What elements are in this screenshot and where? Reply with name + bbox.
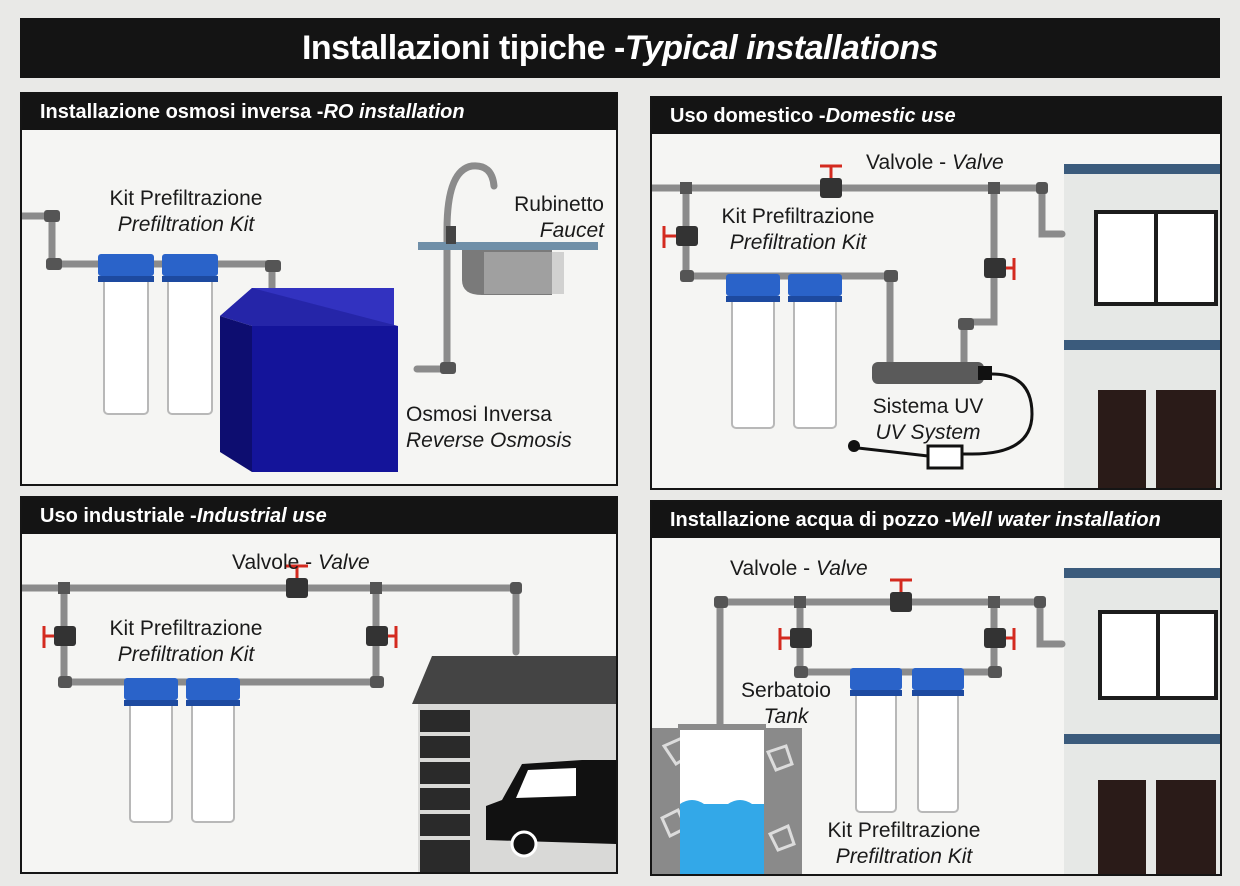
ro-diagram (22, 162, 598, 472)
ro-unit (220, 288, 398, 472)
domestic-filter-1 (726, 274, 780, 429)
industrial-valve-right (366, 626, 398, 648)
domestic-valve-left (662, 226, 698, 248)
panel-industrial-header: Uso industriale - Industrial use (22, 498, 616, 534)
panel-well-water: Installazione acqua di pozzo - Well wate… (650, 500, 1222, 876)
main-title-it: Installazioni tipiche - (301, 28, 625, 67)
well-valve-left (778, 628, 812, 650)
well-valve-label-en: Valve (815, 557, 868, 580)
domestic-elbows (680, 182, 1048, 330)
well-kit-label: Kit Prefiltrazione Prefiltration Kit (824, 818, 984, 870)
industrial-valve-top (286, 564, 308, 598)
panel-ro-header: Installazione osmosi inversa - RO instal… (22, 94, 616, 130)
industrial-elbows (58, 582, 522, 688)
ro-filter-2 (162, 254, 218, 415)
well-valve-label-it: Valvole - (730, 557, 816, 580)
domestic-kit-label-en: Prefiltration Kit (729, 231, 867, 254)
ro-elbows (44, 210, 456, 374)
industrial-valve-label-it: Valvole - (232, 551, 318, 574)
faucet-label-it: Rubinetto (514, 193, 604, 216)
panel-well-header: Installazione acqua di pozzo - Well wate… (652, 502, 1220, 538)
panel-ro-installation: Installazione osmosi inversa - RO instal… (20, 92, 618, 486)
domestic-valve-label-it: Valvole - (866, 151, 952, 174)
well-filter-2 (912, 668, 964, 813)
main-title: Installazioni tipiche - Typical installa… (20, 18, 1220, 78)
tank-label-it: Serbatoio (741, 679, 831, 702)
car-icon (486, 760, 616, 858)
domestic-diagram (652, 164, 1220, 488)
panel-domestic-use: Uso domestico - Domestic use (650, 96, 1222, 490)
industrial-valve-label: Valvole - Valve (232, 550, 370, 576)
tank-label: Serbatoio Tank (736, 678, 836, 730)
panel-ro-header-en: RO installation (323, 100, 465, 123)
well-valve-top (890, 578, 912, 612)
sink (418, 226, 598, 295)
well-kit-label-en: Prefiltration Kit (835, 845, 973, 868)
industrial-kit-label-it: Kit Prefiltrazione (109, 617, 263, 640)
industrial-filter-2 (186, 678, 240, 823)
panel-domestic-header: Uso domestico - Domestic use (652, 98, 1220, 134)
uv-label-en: UV System (875, 421, 981, 444)
tank-label-en: Tank (763, 705, 809, 728)
panel-well-header-en: Well water installation (951, 508, 1161, 531)
ro-unit-label-en: Reverse Osmosis (406, 429, 572, 452)
panel-industrial-header-en: Industrial use (196, 504, 327, 527)
well-diagram (652, 568, 1220, 874)
domestic-valve-top (820, 164, 842, 198)
industrial-kit-label: Kit Prefiltrazione Prefiltration Kit (106, 616, 266, 668)
well-valve-label: Valvole - Valve (730, 556, 868, 582)
ro-kit-label-it: Kit Prefiltrazione (109, 187, 263, 210)
domestic-kit-label: Kit Prefiltrazione Prefiltration Kit (718, 204, 878, 256)
industrial-filter-1 (124, 678, 178, 823)
well-kit-label-it: Kit Prefiltrazione (827, 819, 981, 842)
panel-well-header-it: Installazione acqua di pozzo - (670, 508, 952, 531)
panel-industrial-header-it: Uso industriale - (40, 504, 197, 527)
panel-domestic-header-it: Uso domestico - (670, 104, 826, 127)
well-elbows (714, 596, 1046, 678)
domestic-valve-label: Valvole - Valve (866, 150, 1004, 176)
domestic-filter-2 (788, 274, 842, 429)
domestic-valve-right (984, 258, 1016, 280)
ro-unit-label: Osmosi Inversa Reverse Osmosis (406, 402, 572, 454)
uv-label-it: Sistema UV (872, 395, 984, 418)
panel-ro-header-it: Installazione osmosi inversa - (40, 100, 324, 123)
uv-label: Sistema UV UV System (868, 394, 988, 446)
ro-filter-1 (98, 254, 154, 415)
domestic-valve-label-en: Valve (951, 151, 1004, 174)
faucet-label: Rubinetto Faucet (508, 192, 604, 244)
faucet-label-en: Faucet (539, 219, 604, 242)
domestic-building (1064, 164, 1220, 488)
panel-domestic-header-en: Domestic use (825, 104, 956, 127)
well-valve-right (984, 628, 1016, 650)
well-building (1064, 568, 1220, 874)
well-tank (652, 724, 802, 874)
ro-kit-label-en: Prefiltration Kit (117, 213, 255, 236)
well-filter-1 (850, 668, 902, 813)
uv-system (848, 362, 1034, 470)
industrial-diagram (22, 564, 616, 872)
industrial-valve-label-en: Valve (317, 551, 370, 574)
main-title-en: Typical installations (624, 28, 939, 67)
industrial-kit-label-en: Prefiltration Kit (117, 643, 255, 666)
industrial-valve-left (42, 626, 76, 648)
ro-unit-label-it: Osmosi Inversa (406, 403, 552, 426)
panel-industrial-use: Uso industriale - Industrial use (20, 496, 618, 874)
domestic-kit-label-it: Kit Prefiltrazione (721, 205, 875, 228)
ro-kit-label: Kit Prefiltrazione Prefiltration Kit (106, 186, 266, 238)
